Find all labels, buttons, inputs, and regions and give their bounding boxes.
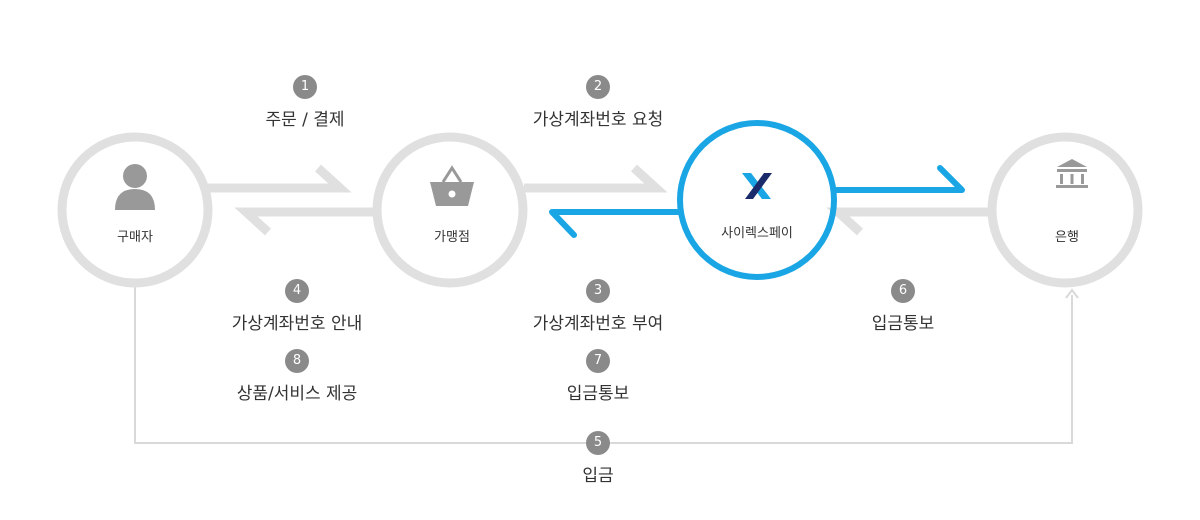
step-badge: 2 — [586, 75, 610, 99]
step-badge: 8 — [285, 349, 309, 373]
step-label: 입금통보 — [871, 314, 935, 334]
x-logo-icon — [742, 173, 772, 199]
buyer-label: 구매자 — [117, 230, 153, 245]
step-label: 가상계좌번호 부여 — [532, 314, 664, 334]
step-label: 가상계좌번호 안내 — [231, 314, 363, 334]
shopping-basket-icon — [430, 165, 474, 206]
user-icon — [115, 164, 155, 210]
step-badge: 4 — [285, 279, 309, 303]
step-label: 가상계좌번호 요청 — [532, 110, 664, 130]
order-arrow-icon — [208, 164, 352, 193]
merchant-ring — [372, 132, 528, 288]
step-label: 상품/서비스 제공 — [236, 384, 358, 404]
step-label: 입금통보 — [566, 384, 630, 404]
step-badge: 1 — [293, 75, 317, 99]
deposit-arrowhead-icon — [1065, 288, 1079, 299]
step-6: 6 입금통보 — [803, 279, 1003, 334]
step-7: 7 입금통보 — [498, 349, 698, 404]
forward-arrow-icon — [831, 165, 965, 193]
bank-ring — [987, 132, 1143, 288]
bank-label: 은행 — [1055, 230, 1079, 245]
request-arrow-icon — [524, 164, 668, 193]
buyer-ring — [57, 132, 213, 288]
step-2: 2 가상계좌번호 요청 — [498, 75, 698, 130]
bank-notice-arrow-icon — [826, 207, 992, 236]
step-badge: 7 — [586, 349, 610, 373]
step-label: 입금 — [582, 466, 614, 486]
step-label: 주문 / 결제 — [265, 110, 345, 130]
xpay-label: 사이렉스페이 — [721, 226, 793, 241]
step-3: 3 가상계좌번호 부여 — [498, 279, 698, 334]
merchant-label: 가맹점 — [434, 230, 470, 245]
step-badge: 5 — [586, 431, 610, 455]
notice-arrow-icon — [234, 207, 378, 236]
step-4: 4 가상계좌번호 안내 — [197, 279, 397, 334]
step-8: 8 상품/서비스 제공 — [197, 349, 397, 404]
step-5: 5 입금 — [498, 431, 698, 486]
step-badge: 3 — [586, 279, 610, 303]
step-badge: 6 — [891, 279, 915, 303]
xpay-ring — [677, 120, 837, 280]
step-1: 1 주문 / 결제 — [205, 75, 405, 130]
issue-arrow-icon — [549, 209, 683, 238]
bank-icon — [1056, 159, 1088, 188]
